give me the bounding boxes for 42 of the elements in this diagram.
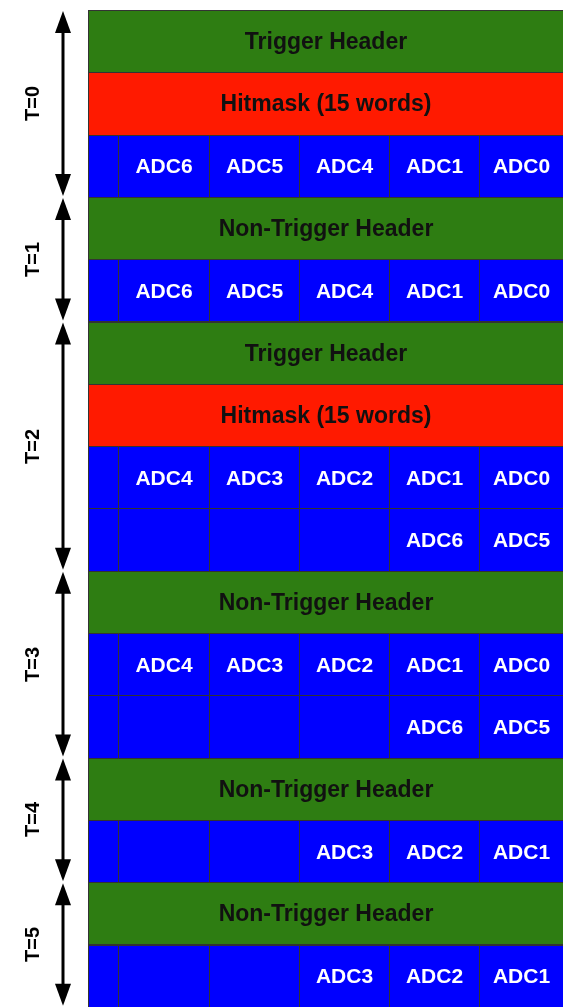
- channel-cell: ADC5: [209, 134, 300, 198]
- channel-cell: ADC3: [299, 944, 390, 1007]
- channel-cell: ADC3: [209, 633, 300, 697]
- header-band: Non-Trigger Header: [88, 882, 563, 946]
- channel-cell: ADC3: [209, 446, 300, 510]
- channel-cell: ADC6: [389, 695, 480, 759]
- channel-cell: ADC2: [299, 633, 390, 697]
- channel-cell: ADC3: [299, 819, 390, 884]
- channel-cell: ADC4: [299, 259, 390, 323]
- channel-cell: ADC1: [389, 633, 480, 697]
- header-band: Non-Trigger Header: [88, 570, 563, 634]
- channel-cell: ADC6: [389, 508, 480, 572]
- channel-cell: ADC1: [389, 259, 480, 323]
- empty-cell: [88, 944, 119, 1007]
- channel-cell: ADC6: [118, 134, 210, 198]
- channel-cell: ADC5: [479, 508, 563, 572]
- channel-cell: ADC0: [479, 446, 563, 510]
- channel-cell: ADC4: [299, 134, 390, 198]
- header-band: Non-Trigger Header: [88, 757, 563, 821]
- channel-cell: ADC1: [389, 134, 480, 198]
- channel-cell: ADC4: [118, 446, 210, 510]
- header-band: Trigger Header: [88, 321, 563, 385]
- channel-cell: ADC2: [389, 819, 480, 884]
- channel-cell: ADC0: [479, 633, 563, 697]
- channel-cell: ADC1: [479, 944, 563, 1007]
- channel-cell: ADC5: [479, 695, 563, 759]
- header-band: Trigger Header: [88, 10, 563, 74]
- channel-cell: ADC6: [118, 259, 210, 323]
- empty-cell: [88, 819, 119, 884]
- channel-cell: ADC1: [389, 446, 480, 510]
- channel-cell: ADC2: [389, 944, 480, 1007]
- empty-cell: [88, 134, 119, 198]
- channel-cell: ADC4: [118, 633, 210, 697]
- channel-cell: ADC1: [479, 819, 563, 884]
- hitmask-band: Hitmask (15 words): [88, 72, 563, 136]
- header-band: Non-Trigger Header: [88, 196, 563, 261]
- empty-cell: [88, 259, 119, 323]
- channel-cell: ADC5: [209, 259, 300, 323]
- hitmask-band: Hitmask (15 words): [88, 383, 563, 448]
- channel-cell: ADC2: [299, 446, 390, 510]
- channel-cell: ADC0: [479, 259, 563, 323]
- channel-cell: ADC0: [479, 134, 563, 198]
